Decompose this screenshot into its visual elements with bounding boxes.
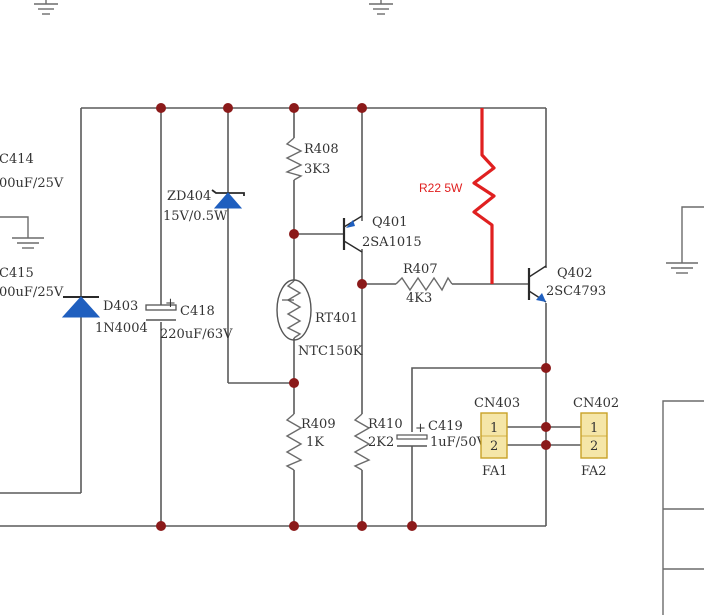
- c418-value: 220uF/63V: [160, 327, 233, 342]
- d403-value: 1N4004: [95, 321, 148, 336]
- ground-symbol-top-center: [369, 0, 393, 15]
- q401-ref: Q401: [372, 215, 407, 230]
- resistor-r409: [285, 413, 303, 471]
- junction-dot: [407, 521, 417, 531]
- r409-value: 1K: [306, 435, 324, 450]
- ground-symbol-top-left: [34, 0, 58, 15]
- r408-ref: R408: [304, 142, 339, 157]
- transistor-q401: [342, 215, 363, 253]
- c414-value: 00uF/25V: [0, 176, 64, 191]
- junction-dot: [156, 103, 166, 113]
- zd404-ref: ZD404: [167, 189, 211, 204]
- r22-label: R22 5W: [419, 181, 463, 195]
- wiring: [0, 107, 581, 527]
- junction-dots: [156, 103, 551, 531]
- junction-dot: [156, 521, 166, 531]
- junction-dot: [289, 378, 299, 388]
- c419-ref: C419: [428, 419, 463, 434]
- c419-plus: +: [415, 421, 426, 436]
- connector-cn402: [580, 412, 608, 459]
- c414-ref: C414: [0, 152, 34, 167]
- capacitor-c418: [145, 304, 177, 321]
- right-edge-box: [662, 400, 704, 615]
- c418-plus: +: [165, 296, 176, 311]
- ground-symbol-left: [0, 216, 44, 249]
- junction-dot: [357, 279, 367, 289]
- junction-dot: [357, 521, 367, 531]
- connector-cn403: [480, 412, 508, 459]
- zd404-value: 15V/0.5W: [163, 209, 228, 224]
- rt401-ref: RT401: [315, 311, 358, 326]
- resistor-r408: [285, 137, 303, 181]
- zener-zd404: [211, 189, 245, 209]
- c415-ref: C415: [0, 266, 34, 281]
- junction-dot: [289, 521, 299, 531]
- q401-value: 2SA1015: [362, 235, 422, 250]
- r408-value: 3K3: [304, 162, 330, 177]
- capacitor-c419: [396, 434, 428, 447]
- resistor-r407: [395, 276, 453, 292]
- rt401-value: NTC150K: [298, 344, 363, 359]
- cn402-ref: CN402: [573, 396, 619, 411]
- junction-dot: [289, 103, 299, 113]
- cn403-pin2: 2: [490, 439, 498, 454]
- transistor-q402: [527, 265, 547, 303]
- cn402-pin2: 2: [590, 439, 598, 454]
- cn403-name: FA1: [482, 464, 508, 479]
- junction-dot: [223, 103, 233, 113]
- resistor-r410: [353, 413, 371, 471]
- r407-ref: R407: [403, 262, 438, 277]
- r409-ref: R409: [301, 417, 336, 432]
- resistor-r22-modification: [472, 108, 496, 284]
- c419-value: 1uF/50V: [430, 435, 487, 450]
- r410-value: 2K2: [368, 435, 394, 450]
- cn403-pin1: 1: [490, 421, 498, 436]
- c415-value: 00uF/25V: [0, 285, 64, 300]
- r407-value: 4K3: [406, 291, 432, 306]
- thermistor-rt401: [276, 279, 312, 341]
- c418-ref: C418: [180, 304, 215, 319]
- junction-dot: [541, 440, 551, 450]
- cn403-ref: CN403: [474, 396, 520, 411]
- diode-d403: [61, 296, 101, 318]
- r410-ref: R410: [368, 417, 403, 432]
- d403-ref: D403: [103, 299, 138, 314]
- q402-value: 2SC4793: [546, 284, 606, 299]
- junction-dot: [541, 422, 551, 432]
- junction-dot: [289, 229, 299, 239]
- ground-symbol-right: [666, 206, 704, 274]
- junction-dot: [541, 363, 551, 373]
- q402-ref: Q402: [557, 266, 592, 281]
- junction-dot: [357, 103, 367, 113]
- cn402-name: FA2: [581, 464, 607, 479]
- cn402-pin1: 1: [590, 421, 598, 436]
